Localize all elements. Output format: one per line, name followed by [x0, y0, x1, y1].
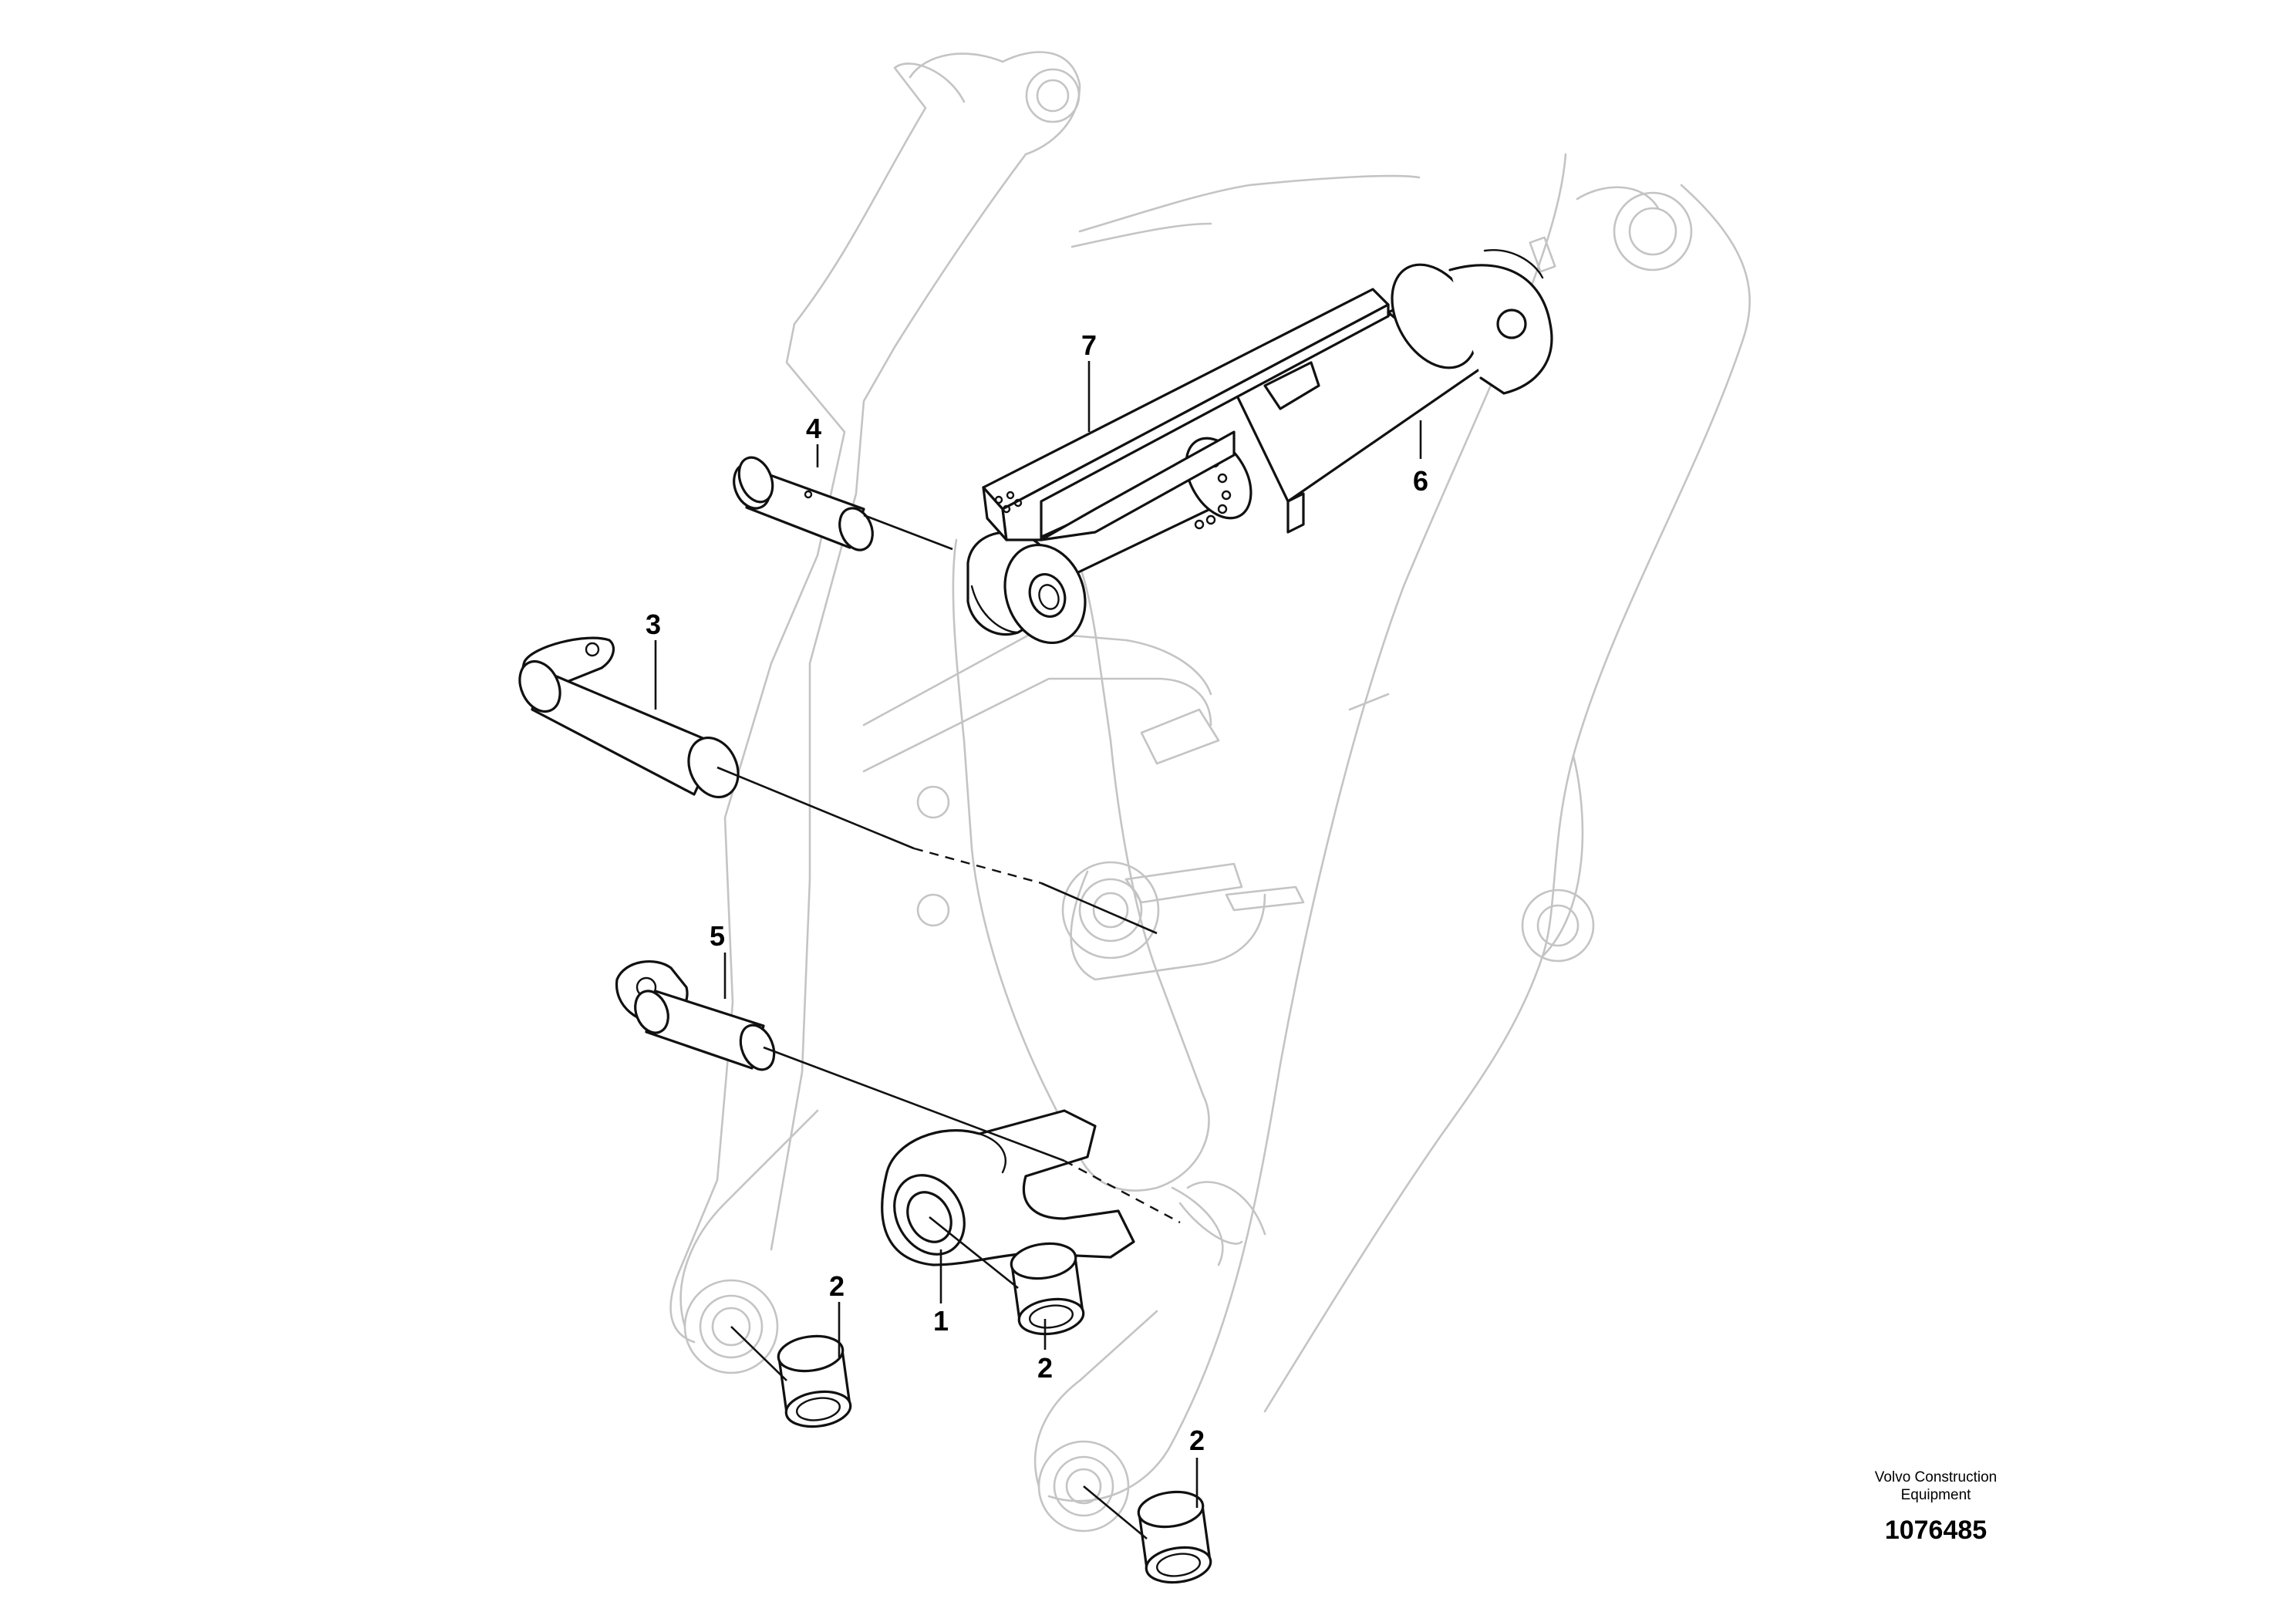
drawing-number: 1076485: [1884, 1516, 1988, 1545]
callout-6: 6: [1413, 465, 1428, 497]
gland-bolts: [1194, 450, 1232, 530]
callout-2-center: 2: [1037, 1352, 1053, 1384]
tilt-lever: [952, 538, 1266, 1266]
pin-part-4: [733, 456, 874, 551]
callout-7: 7: [1081, 329, 1097, 361]
callout-5: 5: [710, 920, 725, 952]
pin-part-3: [518, 636, 740, 799]
callout-2-right: 2: [1189, 1425, 1205, 1456]
assembly-lines: [716, 514, 1181, 1540]
callout-1: 1: [933, 1305, 949, 1337]
bushing-part-2-left: [777, 1334, 852, 1428]
callout-3: 3: [646, 609, 661, 640]
brand-line-2: Equipment: [1900, 1487, 1971, 1503]
brand-line-1: Volvo Construction: [1874, 1469, 1998, 1485]
bushing-part-2-right: [1137, 1490, 1212, 1584]
bushing-part-2-center: [1010, 1242, 1085, 1336]
tilt-cylinder-part-6: [966, 249, 1553, 645]
lift-arm-frame-outline: [669, 51, 1751, 1533]
link-part-1: [881, 1109, 1135, 1266]
callout-2-left: 2: [829, 1270, 845, 1302]
callout-stems: [654, 361, 1422, 1508]
cylinder-guard-part-7: [982, 288, 1390, 541]
pin-part-5: [615, 960, 776, 1071]
callout-4: 4: [806, 413, 821, 444]
brand-caption: Volvo Construction Equipment: [1797, 1469, 2075, 1504]
